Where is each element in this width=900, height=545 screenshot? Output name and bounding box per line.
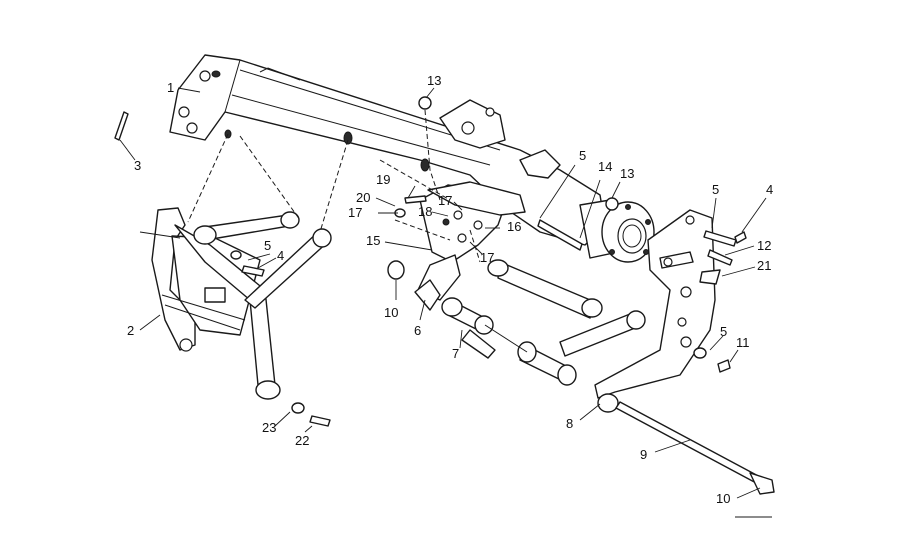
callout-13-top: 13 [427, 73, 441, 88]
callout-16: 16 [507, 219, 521, 234]
callout-14: 14 [598, 159, 612, 174]
callout-15: 15 [366, 233, 380, 248]
callout-17-top: 17 [438, 193, 452, 208]
callout-19: 19 [376, 172, 390, 187]
callout-18: 18 [418, 204, 432, 219]
callout-5-left: 5 [264, 238, 271, 253]
callout-23: 23 [262, 420, 276, 435]
callout-1: 1 [167, 80, 174, 95]
callout-7: 7 [452, 346, 459, 361]
callout-2: 2 [127, 323, 134, 338]
pin-part-3 [114, 111, 129, 141]
main-frame-spine [169, 54, 606, 246]
callout-4-left: 4 [277, 248, 284, 263]
link-arm [193, 211, 332, 309]
callout-21: 21 [757, 258, 771, 273]
hub-flange [579, 199, 655, 263]
leader-lines [119, 87, 767, 499]
callout-4-right: 4 [766, 182, 773, 197]
callout-8: 8 [566, 416, 573, 431]
callout-13-right: 13 [620, 166, 634, 181]
callout-17-left: 17 [348, 205, 362, 220]
assembly-lines [187, 109, 481, 263]
callout-22: 22 [295, 433, 309, 448]
callout-17-bottom: 17 [480, 250, 494, 265]
long-rod [615, 401, 775, 495]
callout-9: 9 [640, 447, 647, 462]
callout-6: 6 [414, 323, 421, 338]
callout-20: 20 [356, 190, 370, 205]
swing-arm-assembly [414, 254, 646, 386]
callout-11: 11 [736, 335, 750, 350]
right-bracket [594, 209, 721, 413]
callout-labels: 1 2 3 4 4 5 5 5 5 6 7 8 9 10 10 11 12 13… [127, 73, 773, 506]
callout-5-right-bottom: 5 [720, 324, 727, 339]
callout-12: 12 [757, 238, 771, 253]
callout-10-center: 10 [384, 305, 398, 320]
callout-10-bottom: 10 [716, 491, 730, 506]
callout-5-right-top: 5 [712, 182, 719, 197]
callout-5-center: 5 [579, 148, 586, 163]
callout-3: 3 [134, 158, 141, 173]
center-mount-plate [419, 181, 526, 263]
